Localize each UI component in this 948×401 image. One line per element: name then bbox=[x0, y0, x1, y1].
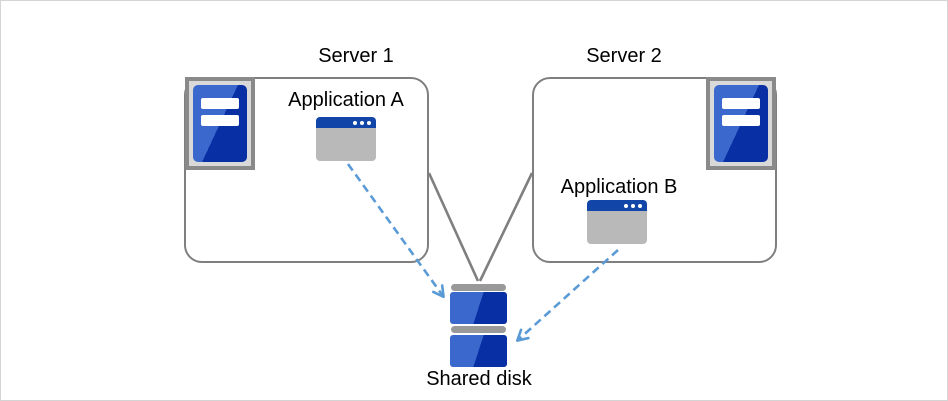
window-titlebar bbox=[587, 200, 647, 211]
server-tower-icon bbox=[714, 85, 768, 162]
window-dots-icon bbox=[624, 204, 642, 208]
server2-icon-tray bbox=[706, 77, 776, 170]
window-titlebar bbox=[316, 117, 376, 128]
server2-label: Server 2 bbox=[586, 45, 662, 67]
server-slot-bar bbox=[201, 115, 239, 126]
server-slot-bar bbox=[722, 98, 760, 109]
application-a-label: Application A bbox=[288, 89, 404, 111]
server-slot-bar bbox=[722, 115, 760, 126]
connector-server1-to-disk bbox=[427, 172, 480, 282]
arrow-application-b-to-disk bbox=[515, 249, 619, 342]
shared-disk-label: Shared disk bbox=[426, 368, 532, 390]
server2-box bbox=[532, 77, 777, 263]
disk-platter bbox=[450, 292, 507, 324]
connector-server2-to-disk bbox=[478, 172, 534, 282]
application-b-label: Application B bbox=[560, 176, 678, 198]
server-tower-icon bbox=[193, 85, 247, 162]
disk-stack-icon bbox=[451, 284, 506, 291]
window-body bbox=[587, 211, 647, 244]
window-dots-icon bbox=[353, 121, 371, 125]
app-window-icon bbox=[587, 200, 647, 244]
window-body bbox=[316, 128, 376, 161]
server1-icon-tray bbox=[185, 77, 255, 170]
server-slot-bar bbox=[201, 98, 239, 109]
disk-platter bbox=[450, 335, 507, 367]
server1-label: Server 1 bbox=[318, 45, 394, 67]
app-window-icon bbox=[316, 117, 376, 161]
disk-stack-icon bbox=[451, 326, 506, 333]
